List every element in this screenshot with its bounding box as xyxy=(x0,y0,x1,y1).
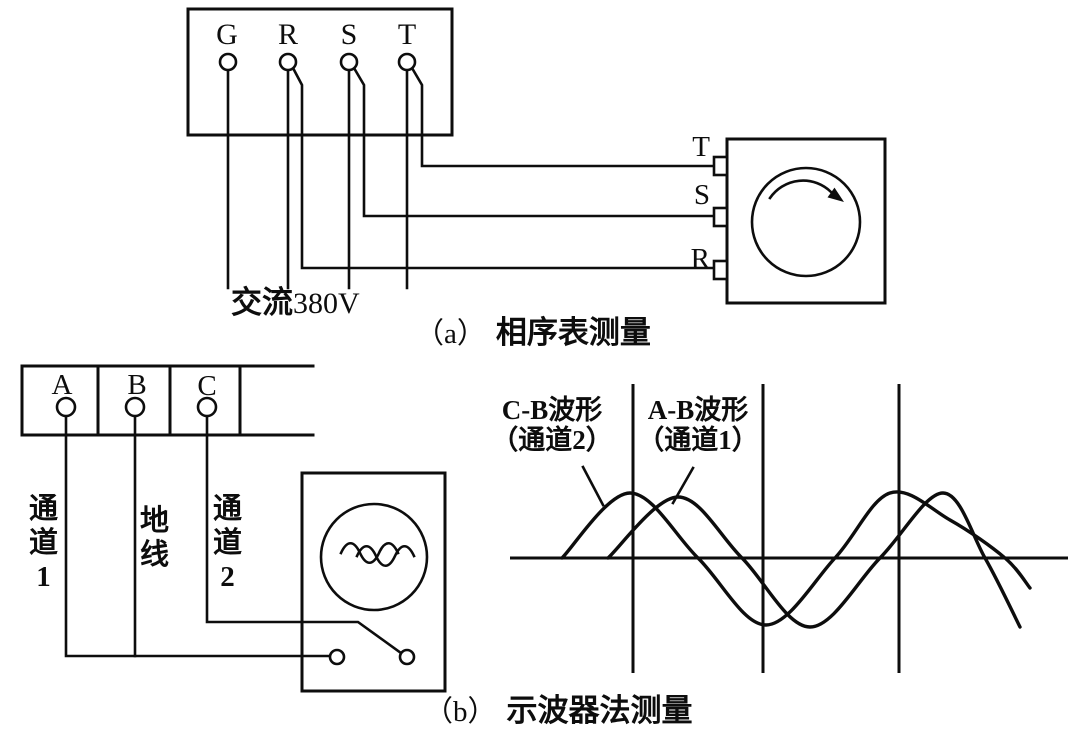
wire-t-to-meter xyxy=(410,66,716,168)
caption-a: （a） 相序表测量 xyxy=(415,317,651,349)
ac-supply-label-cn: 交流 xyxy=(231,285,293,320)
three-phase-source-box xyxy=(20,364,315,437)
meter-terminal-label-r: R xyxy=(690,243,710,275)
oscilloscope-screen-circle xyxy=(319,502,429,612)
terminal-circle-s xyxy=(339,52,359,72)
terminal-label-b: B xyxy=(127,369,147,401)
caption-b-prefix: （b） xyxy=(424,696,497,728)
cb-wave-label-line1: C-B波形 xyxy=(501,395,603,425)
meter-dial-circle xyxy=(750,166,862,278)
ab-wave-label: A-B波形 （通道1） xyxy=(630,395,766,455)
ground-wire-label: 地线 xyxy=(139,505,169,571)
ac-supply-label: 交流380V xyxy=(231,287,360,319)
terminal-label-s: S xyxy=(340,18,358,51)
terminal-label-g: G xyxy=(216,18,238,51)
terminal-label-c: C xyxy=(197,370,217,402)
meter-terminal-square-s xyxy=(712,206,729,228)
terminal-circle-c xyxy=(196,396,218,418)
cb-leader-line xyxy=(581,465,605,507)
terminal-circle-b xyxy=(124,396,146,418)
wire-c-channel2 xyxy=(205,414,403,655)
ab-wave-label-line1: A-B波形 xyxy=(647,395,749,425)
rotation-arrow-head xyxy=(827,187,844,202)
caption-b-title: 示波器法测量 xyxy=(506,693,693,728)
power-source-box xyxy=(186,7,454,137)
rotation-arrow-icon xyxy=(768,179,844,202)
cb-wave-label: C-B波形 （通道2） xyxy=(484,395,620,455)
terminal-circle-r xyxy=(278,52,298,72)
sine-squiggle-2 xyxy=(355,544,416,568)
meter-terminal-square-t xyxy=(712,155,729,177)
caption-a-title: 相序表测量 xyxy=(495,315,651,350)
ac-supply-label-voltage: 380V xyxy=(293,287,360,320)
waveform-ab xyxy=(606,491,1022,629)
ab-wave-label-line2: （通道1） xyxy=(637,425,759,455)
phase-meter-box xyxy=(725,137,887,305)
terminal-circle-a xyxy=(55,396,77,418)
wire-a-channel1 xyxy=(64,414,332,658)
ab-leader-line xyxy=(671,466,695,505)
wire-s-to-meter xyxy=(352,66,716,218)
scope-terminal-1 xyxy=(328,648,346,666)
terminal-circle-t xyxy=(397,52,417,72)
meter-terminal-square-r xyxy=(712,259,729,281)
sine-squiggle-1 xyxy=(339,541,400,565)
oscilloscope-box xyxy=(300,471,447,693)
scope-terminal-2 xyxy=(398,648,416,666)
channel2-wire-label: 通道2 xyxy=(212,493,242,593)
terminal-label-t: T xyxy=(397,18,417,51)
caption-a-prefix: （a） xyxy=(415,318,486,350)
meter-terminal-label-t: T xyxy=(692,131,710,163)
meter-terminal-label-s: S xyxy=(693,179,710,211)
terminal-label-r: R xyxy=(277,18,298,51)
caption-b: （b） 示波器法测量 xyxy=(424,695,693,727)
channel1-wire-label: 通道1 xyxy=(28,493,58,593)
terminal-circle-g xyxy=(218,52,238,72)
terminal-label-a: A xyxy=(51,369,73,401)
wire-r-to-meter xyxy=(291,66,716,270)
sine-wave-icon xyxy=(339,541,416,568)
cb-wave-label-line2: （通道2） xyxy=(491,425,613,455)
rotation-arrow-arc xyxy=(768,179,833,200)
